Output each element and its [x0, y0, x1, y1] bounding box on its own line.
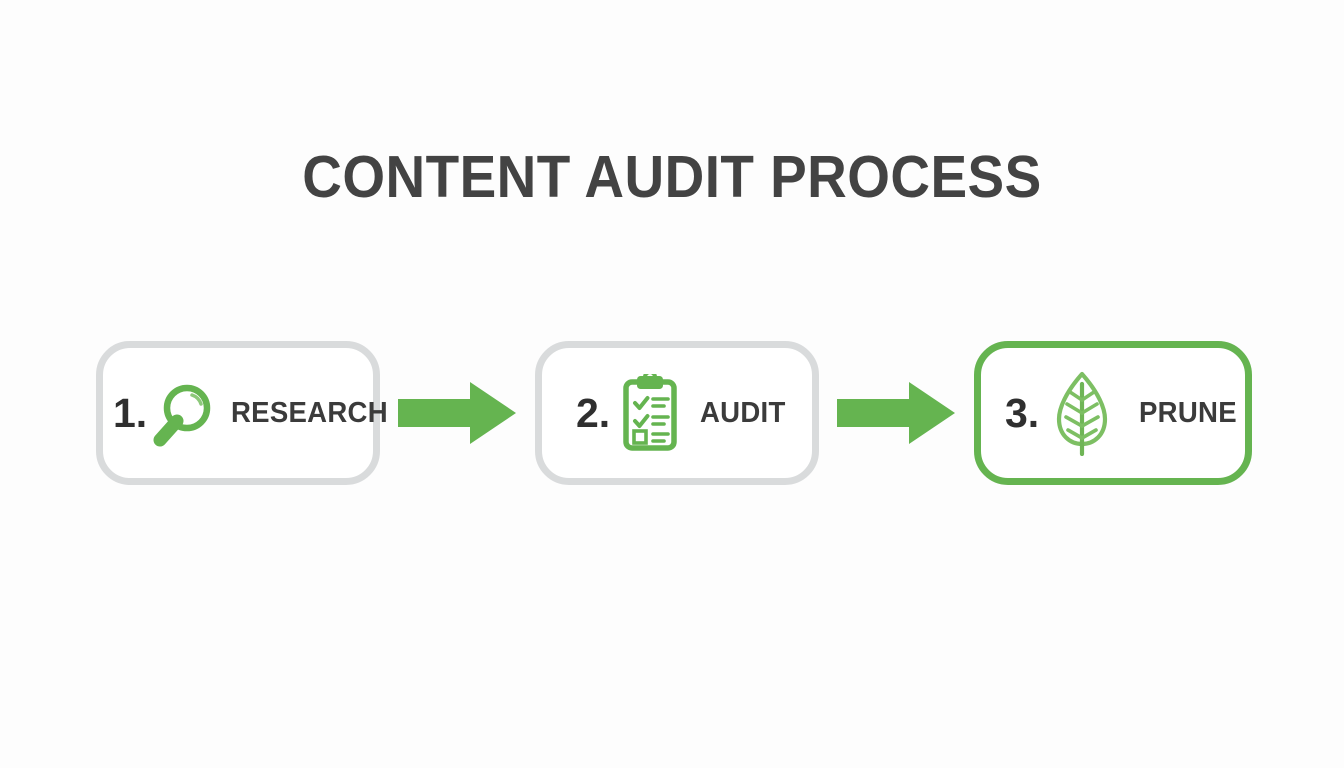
magnifier-icon: [151, 378, 215, 448]
page-title: CONTENT AUDIT PROCESS: [302, 144, 1042, 210]
arrow-right-icon: [836, 379, 957, 447]
leaf-icon: [1053, 370, 1111, 456]
step-card-prune[interactable]: 3. PRUNE: [974, 341, 1252, 485]
process-flow: 1. RESEARCH 2.: [96, 340, 1252, 486]
step-card-research[interactable]: 1. RESEARCH: [96, 341, 388, 485]
step-label-prune: PRUNE: [1139, 396, 1238, 429]
step-card-audit[interactable]: 2. AUDIT: [535, 341, 819, 485]
clipboard-checklist-icon: [620, 374, 680, 452]
arrow-right-icon: [397, 379, 518, 447]
step-number-2: 2.: [576, 389, 611, 436]
step-number-3: 3.: [1005, 389, 1040, 436]
step-label-research: RESEARCH: [231, 396, 389, 429]
step-number-1: 1.: [113, 389, 148, 436]
step-label-audit: AUDIT: [700, 396, 786, 429]
